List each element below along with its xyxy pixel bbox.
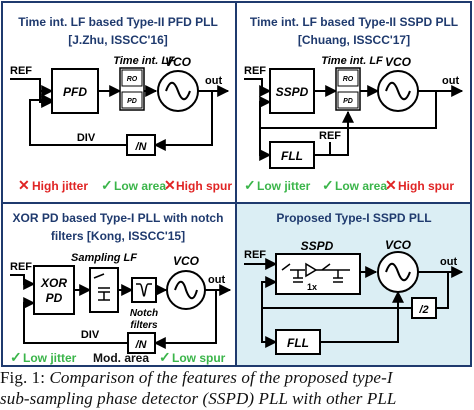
divider-label: /N: [135, 339, 148, 351]
caption-line-2: sub-sampling phase detector (SSPD) PLL w…: [0, 389, 396, 409]
feature-row: ✓ Low jitter Mod. area ✓ Low spur: [10, 349, 226, 365]
fll-label: FLL: [281, 149, 303, 163]
divide-by-2-label: /2: [418, 304, 428, 316]
panel-citation: filters [Kong, ISSCC'15]: [51, 229, 185, 243]
panel-proposed-pll: Proposed Type-I SSPD PLL REF SSPD 1x VCO…: [244, 211, 464, 355]
check-icon: ✓: [10, 349, 22, 365]
ro-block: [337, 69, 359, 87]
sspd-label: SSPD: [301, 239, 334, 253]
panel-title: Time int. LF based Type-II PFD PLL: [18, 15, 218, 29]
feature-text: Low area: [335, 179, 387, 193]
pd-small-label: PD: [343, 98, 353, 105]
notch-filter-block: [131, 277, 157, 303]
feature-text: Low jitter: [257, 179, 311, 193]
check-icon: ✓: [244, 177, 256, 193]
panel-citation: [J.Zhu, ISSCC'16]: [68, 33, 168, 47]
out-label: out: [205, 75, 222, 87]
div-label: DIV: [77, 132, 96, 144]
out-label: out: [440, 256, 457, 268]
out-label: out: [208, 274, 225, 286]
panel-pfd-pll: Time int. LF based Type-II PFD PLL [J.Zh…: [10, 15, 232, 193]
xor-pd-label-line2: PD: [46, 291, 63, 305]
notch-icon: [136, 283, 152, 297]
notch-label-line1: Notch: [130, 308, 158, 319]
check-icon: ✓: [101, 177, 113, 193]
ro-label: RO: [343, 76, 354, 83]
feature-row: ✓ Low jitter ✓ Low area ✕ High spur: [244, 177, 454, 193]
feature-text: Low spur: [172, 351, 226, 365]
buffer-icon: [305, 262, 318, 278]
ref-label: REF: [244, 249, 266, 261]
loop-filter-label: Time int. LF: [321, 55, 383, 67]
pfd-label: PFD: [63, 85, 87, 99]
notch-label-line2: filters: [130, 320, 158, 331]
xor-pd-label-line1: XOR: [40, 276, 67, 290]
ref2-label: REF: [319, 130, 341, 142]
panel-citation: [Chuang, ISSCC'17]: [298, 33, 410, 47]
sampling-lf-label: Sampling LF: [71, 252, 137, 264]
sspd-label: SSPD: [276, 85, 309, 99]
ro-block: [121, 69, 143, 87]
sspd-block: [269, 68, 315, 114]
ref-label: REF: [244, 65, 266, 77]
feature-row: ✕ High jitter ✓ Low area ✕ High spur: [18, 177, 232, 193]
caption-text: sub-sampling phase detector (SSPD) PLL w…: [0, 389, 397, 408]
feature-text: High spur: [176, 179, 232, 193]
feature-text: High spur: [398, 179, 454, 193]
caption-text: Comparison of the features of the propos…: [49, 368, 393, 387]
divider-label: /N: [135, 141, 148, 153]
panel-title: Proposed Type-I SSPD PLL: [276, 211, 431, 225]
div-label: DIV: [81, 329, 100, 341]
panel-xor-pll: XOR PD based Type-I PLL with notch filte…: [10, 211, 232, 365]
caption-line-1: Fig. 1: Comparison of the features of th…: [0, 368, 393, 388]
vco-label: VCO: [385, 238, 412, 252]
ro-label: RO: [127, 76, 138, 83]
buffer-label: 1x: [307, 282, 317, 292]
feature-text: Mod. area: [93, 351, 149, 365]
cross-icon: ✕: [164, 177, 176, 193]
sine-icon: [385, 81, 411, 101]
panel-title: Time int. LF based Type-II SSPD PLL: [250, 15, 458, 29]
sine-icon: [165, 81, 191, 101]
sine-icon: [174, 280, 198, 300]
fll-label: FLL: [287, 336, 309, 350]
panel-sspd-type2-pll: Time int. LF based Type-II SSPD PLL [Chu…: [244, 15, 464, 193]
vco-label: VCO: [385, 55, 412, 69]
check-icon: ✓: [159, 349, 171, 365]
ref-label: REF: [10, 65, 32, 77]
check-icon: ✓: [322, 177, 334, 193]
cross-icon: ✕: [385, 177, 397, 193]
feature-text: Low area: [114, 179, 166, 193]
pd-small-block: [337, 91, 359, 109]
sine-icon: [385, 262, 411, 282]
pd-small-block: [121, 91, 143, 109]
cross-icon: ✕: [18, 177, 30, 193]
panel-title: XOR PD based Type-I PLL with notch: [13, 211, 224, 225]
sspd-block: [275, 253, 361, 295]
vco-label: VCO: [173, 254, 200, 268]
caption-fig-number: Fig. 1:: [0, 368, 46, 387]
feature-text: Low jitter: [23, 351, 77, 365]
ref-label: REF: [10, 261, 32, 273]
vco-label: VCO: [165, 55, 192, 69]
pd-small-label: PD: [127, 98, 137, 105]
feature-text: High jitter: [32, 179, 88, 193]
xor-pd-block: [33, 265, 75, 315]
out-label: out: [442, 75, 459, 87]
loop-filter-label: Time int. LF: [113, 55, 175, 67]
